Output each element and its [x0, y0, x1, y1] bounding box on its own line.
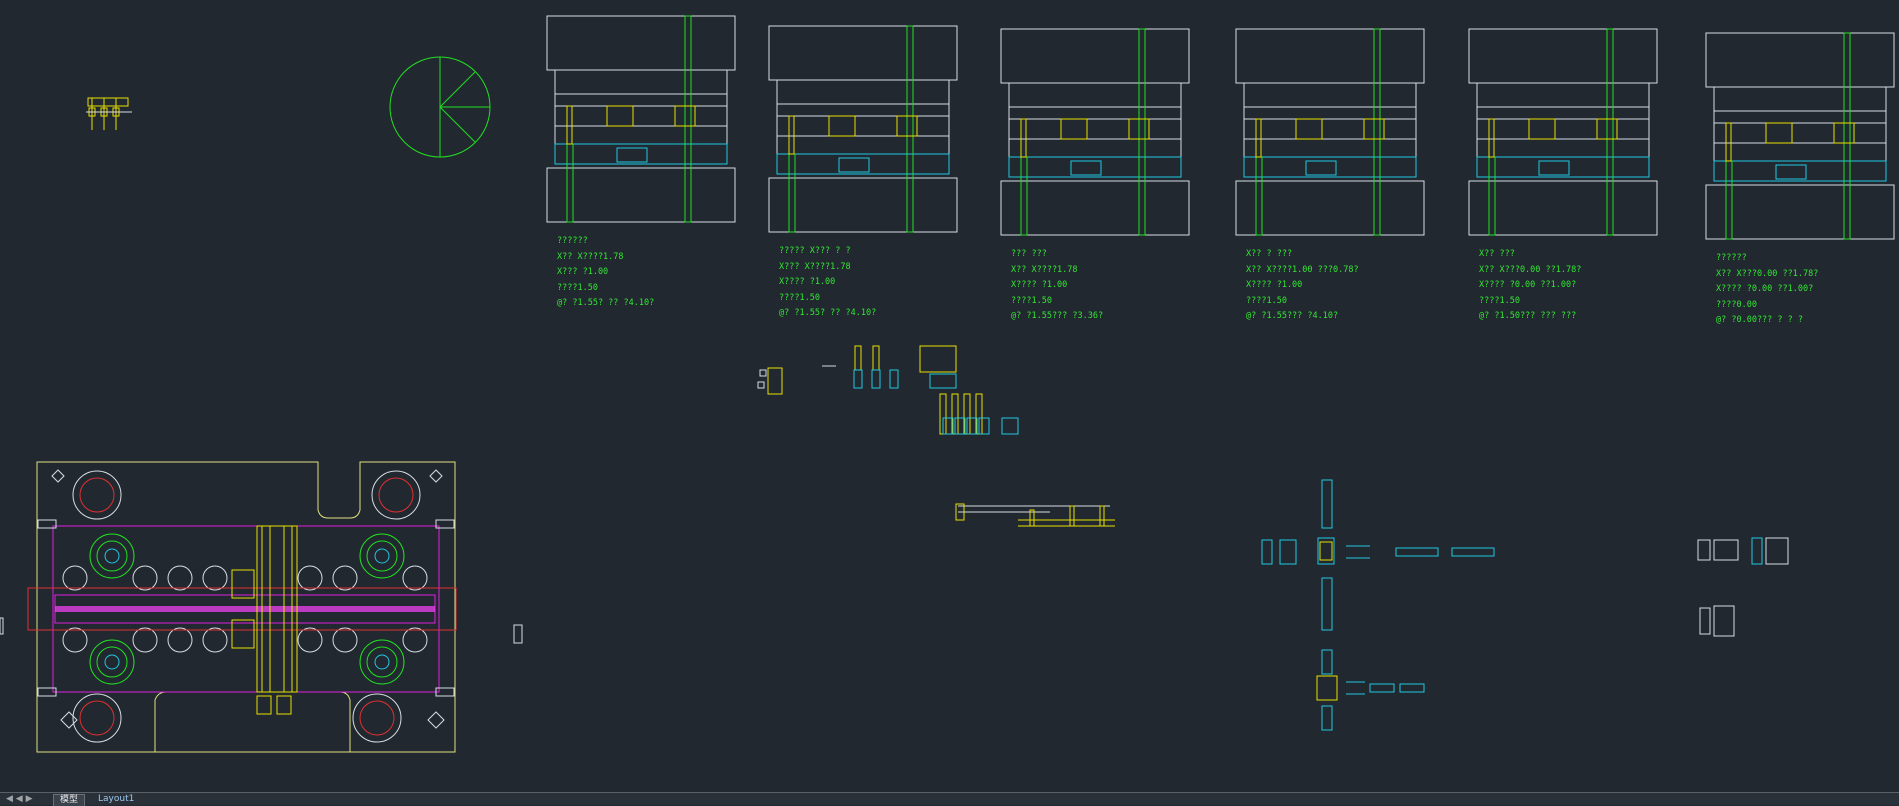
layout-tab-bar: ◀ ◀ ▶ 模型 Layout1 [0, 792, 1899, 806]
annotation-line: @? ?1.55? ?? ?4.10? [779, 308, 877, 318]
annotation-line: @? ?1.50??? ??? ??? [1479, 311, 1577, 321]
tab-model[interactable]: 模型 [53, 794, 86, 806]
mold-section-view [546, 15, 736, 223]
annotation-line: ????1.50 [1246, 295, 1287, 306]
annotation-line: @? ?1.55? ?? ?4.10? [557, 298, 655, 308]
annotation-line: X?? ??? [1479, 249, 1515, 259]
annotation-line: X???? ?1.00 [1011, 280, 1068, 290]
section-annotation: ?????? X?? X???0.00 ??1.78? X???? ?0.00 ??… [1716, 251, 1818, 329]
annotation-line: X???? ?1.00 [1246, 280, 1303, 290]
annotation-line: X?? X???0.00 ??1.78? [1479, 264, 1582, 275]
mold-section-view [1000, 28, 1190, 236]
circle-pie-drawing [389, 56, 491, 158]
mold-section-view [768, 25, 958, 233]
tab-layout1[interactable]: Layout1 [98, 794, 135, 804]
parts-cluster-cross [1261, 479, 1495, 731]
annotation-line: ????? X??? ? ? [779, 246, 851, 256]
mold-base-plan-view [0, 461, 457, 753]
annotation-line: ????1.50 [557, 282, 598, 293]
annotation-line: X??? X????1.78 [779, 261, 851, 272]
annotation-line: X?? X????1.00 ???0.78? [1246, 264, 1359, 275]
mold-section-view [1705, 32, 1895, 240]
tab-nav-arrows[interactable]: ◀ ◀ ▶ [6, 794, 33, 804]
parts-cluster-right [1697, 537, 1789, 637]
annotation-line: ?????? [1716, 253, 1747, 263]
mold-section-view [1468, 28, 1658, 236]
section-annotation: X?? ??? X?? X???0.00 ??1.78? X???? ?0.00 ?… [1479, 247, 1581, 325]
annotation-line: X??? ?1.00 [557, 267, 609, 277]
annotation-line: @? ?0.00??? ? ? ? [1716, 315, 1803, 325]
section-annotation: X?? ? ??? X?? X????1.00 ???0.78? X???? ?1.… [1246, 247, 1359, 325]
annotation-line: ????1.50 [1479, 295, 1520, 306]
annotation-line: X?? X???0.00 ??1.78? [1716, 268, 1819, 279]
annotation-line: ????0.00 [1716, 299, 1757, 310]
small-part-marker [513, 624, 523, 644]
mold-section-view [1235, 28, 1425, 236]
mold-section-views [546, 15, 1895, 240]
parts-cluster-middle [757, 345, 1115, 527]
annotation-line: ?????? [557, 236, 588, 246]
annotation-line: X???? ?0.00 ??1.00? [1479, 280, 1577, 290]
annotation-line: ????1.50 [779, 292, 820, 303]
small-part-drawing [86, 97, 132, 130]
annotation-line: X?? ? ??? [1246, 249, 1293, 259]
annotation-line: ??? ??? [1011, 249, 1047, 259]
annotation-line: X?? X????1.78 [557, 251, 624, 262]
annotation-line: X???? ?1.00 [779, 277, 836, 287]
annotation-line: ????1.50 [1011, 295, 1052, 306]
annotation-line: @? ?1.55??? ?4.10? [1246, 311, 1339, 321]
annotation-line: @? ?1.55??? ?3.36? [1011, 311, 1104, 321]
annotation-line: X???? ?0.00 ??1.00? [1716, 284, 1814, 294]
annotation-line: X?? X????1.78 [1011, 264, 1078, 275]
